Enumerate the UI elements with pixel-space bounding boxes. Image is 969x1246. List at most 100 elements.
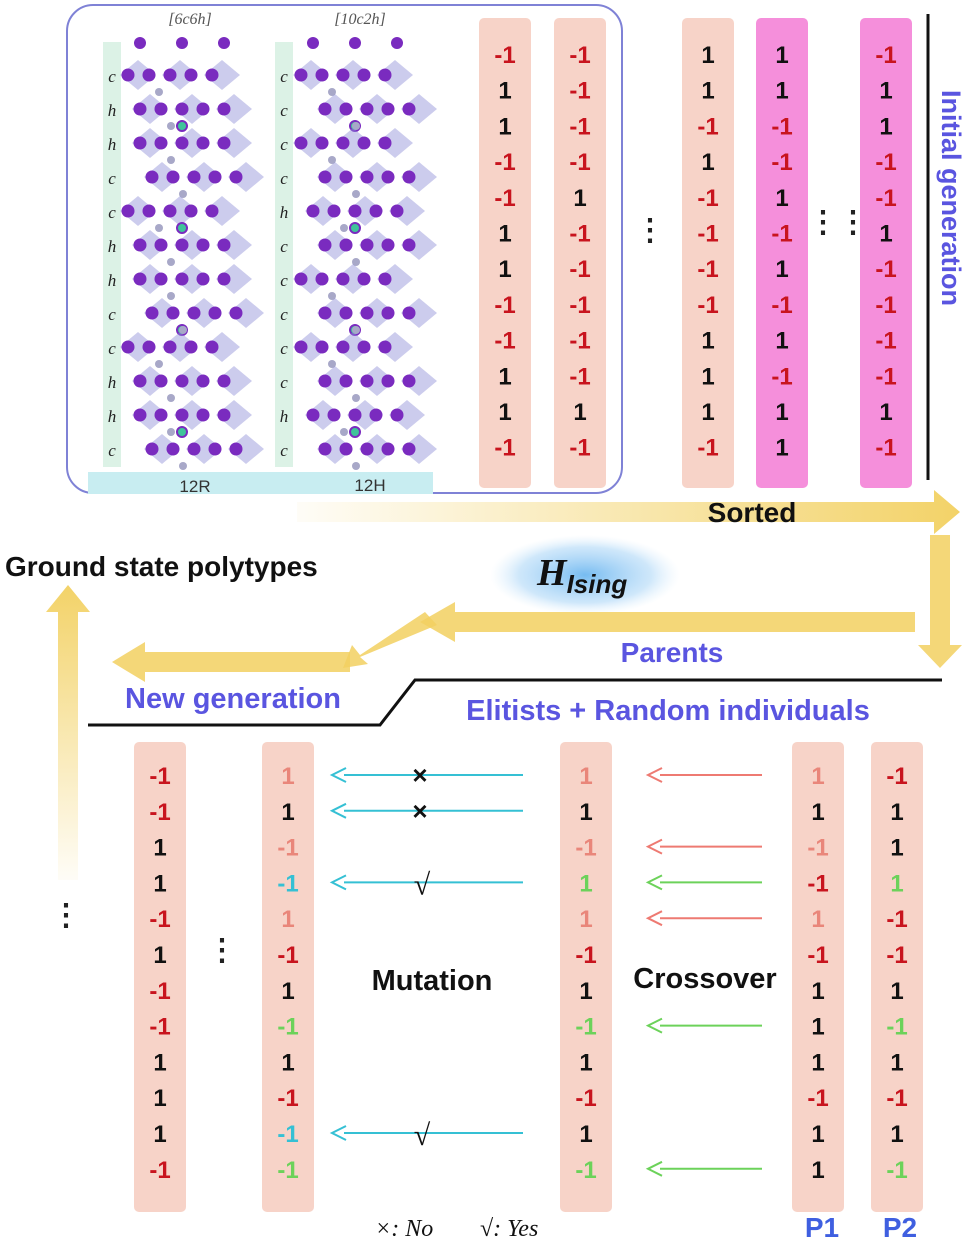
mutation-accepted-mark: √ bbox=[414, 868, 431, 901]
atom-metal bbox=[328, 292, 336, 300]
spin-value: -1 bbox=[807, 835, 828, 862]
atom-iodide bbox=[369, 408, 383, 422]
atom-iodide bbox=[318, 374, 332, 388]
atom-iodide bbox=[360, 374, 374, 388]
mutation-arrow-head bbox=[329, 1125, 347, 1141]
spin-value: 1 bbox=[153, 1085, 166, 1112]
mutation-label: Mutation bbox=[372, 965, 493, 997]
octahedron-face bbox=[317, 298, 353, 328]
spin-value: 1 bbox=[775, 78, 788, 105]
generation-divider bbox=[88, 678, 942, 727]
atom-iodide bbox=[381, 374, 395, 388]
octahedron-face bbox=[120, 332, 156, 362]
spin-value: 1 bbox=[281, 978, 294, 1005]
octahedron-face bbox=[401, 230, 437, 260]
octahedron-face bbox=[228, 298, 264, 328]
initial-generation-columns: -111-1-111-1-111-1-1-1-1-11-1-1-1-1-11-1… bbox=[479, 18, 912, 488]
spin-value: 1 bbox=[701, 399, 714, 426]
atom-cation bbox=[176, 426, 188, 438]
octahedron-face bbox=[174, 400, 210, 430]
stacking-letter: h bbox=[280, 203, 289, 222]
mutated-column bbox=[262, 742, 314, 1212]
spin-value: -1 bbox=[575, 1085, 596, 1112]
atom-iodide bbox=[208, 306, 222, 320]
atom-iodide bbox=[133, 408, 147, 422]
spin-value: 1 bbox=[890, 1049, 903, 1076]
octahedron-face bbox=[317, 366, 353, 396]
atom-iodide bbox=[402, 306, 416, 320]
spin-value: -1 bbox=[807, 870, 828, 897]
atom-iodide bbox=[318, 442, 332, 456]
spin-value: -1 bbox=[494, 42, 515, 69]
spin-value: -1 bbox=[149, 763, 170, 790]
atom-iodide bbox=[318, 170, 332, 184]
atom-metal bbox=[352, 258, 360, 266]
sorted-label: Sorted bbox=[708, 497, 797, 528]
stacking-letter: c bbox=[280, 305, 288, 324]
spin-value: 1 bbox=[701, 363, 714, 390]
stacking-letter: h bbox=[108, 271, 117, 290]
atom-iodide bbox=[402, 102, 416, 116]
atom-metal bbox=[167, 122, 175, 130]
spin-value: 1 bbox=[701, 42, 714, 69]
stacking-letter: c bbox=[280, 135, 288, 154]
spin-value: 1 bbox=[153, 870, 166, 897]
octahedron-face bbox=[317, 162, 353, 192]
atom-iodide bbox=[390, 204, 404, 218]
spin-value: -1 bbox=[277, 942, 298, 969]
spin-value: -1 bbox=[277, 1157, 298, 1184]
atom-iodide bbox=[217, 408, 231, 422]
atom-iodide bbox=[327, 408, 341, 422]
parents-label: Parents bbox=[621, 637, 724, 668]
initial-generation-label: Initial generation bbox=[936, 90, 966, 306]
atom-iodide bbox=[315, 272, 329, 286]
atom-iodide bbox=[360, 238, 374, 252]
parents-arrow bbox=[420, 602, 915, 642]
spin-value: -1 bbox=[569, 435, 590, 462]
spin-value: -1 bbox=[569, 113, 590, 140]
initial-column-1 bbox=[479, 18, 531, 488]
spin-value: -1 bbox=[149, 799, 170, 826]
spin-value: 1 bbox=[811, 1014, 824, 1041]
spin-value: 1 bbox=[281, 763, 294, 790]
stacking-letter: h bbox=[108, 407, 117, 426]
initial-column-2 bbox=[554, 18, 606, 488]
atom-metal bbox=[179, 326, 187, 334]
atom-iodide bbox=[218, 37, 230, 49]
spin-value: -1 bbox=[149, 1157, 170, 1184]
atom-iodide bbox=[196, 102, 210, 116]
mutation-arrow-head bbox=[329, 767, 347, 783]
spin-value: -1 bbox=[569, 292, 590, 319]
stacking-strip-right bbox=[275, 42, 293, 467]
atom-iodide bbox=[175, 102, 189, 116]
octahedron-face bbox=[174, 94, 210, 124]
atom-iodide bbox=[133, 102, 147, 116]
octahedron-face bbox=[293, 60, 329, 90]
octahedron-face bbox=[335, 60, 371, 90]
stacking-letter: c bbox=[108, 305, 116, 324]
spin-value: -1 bbox=[697, 185, 718, 212]
lower-columns: -1-111-11-1-1111-111-1-11-11-11-1-1-111-… bbox=[134, 742, 923, 1212]
diagonal-arrow bbox=[343, 612, 437, 668]
mutation-arrow-head bbox=[329, 802, 347, 819]
octahedron-face bbox=[216, 128, 252, 158]
octahedron-face bbox=[132, 230, 168, 260]
initial-column-3 bbox=[682, 18, 734, 488]
atom-iodide bbox=[175, 272, 189, 286]
octahedron-face bbox=[228, 162, 264, 192]
caption-12h: 12H bbox=[354, 476, 385, 495]
crystal-structure-12h bbox=[293, 37, 437, 470]
new-generation-arrow bbox=[112, 642, 350, 682]
spin-value: -1 bbox=[569, 78, 590, 105]
atom-iodide bbox=[348, 204, 362, 218]
spin-value: 1 bbox=[701, 149, 714, 176]
spin-value: -1 bbox=[771, 363, 792, 390]
spin-value: -1 bbox=[575, 835, 596, 862]
octahedron-face bbox=[401, 434, 437, 464]
crossover-arrow-head bbox=[645, 1160, 663, 1177]
spin-value: -1 bbox=[697, 256, 718, 283]
spin-value: -1 bbox=[569, 328, 590, 355]
sorted-arrow: Sorted bbox=[297, 490, 960, 534]
atom-metal bbox=[352, 394, 360, 402]
